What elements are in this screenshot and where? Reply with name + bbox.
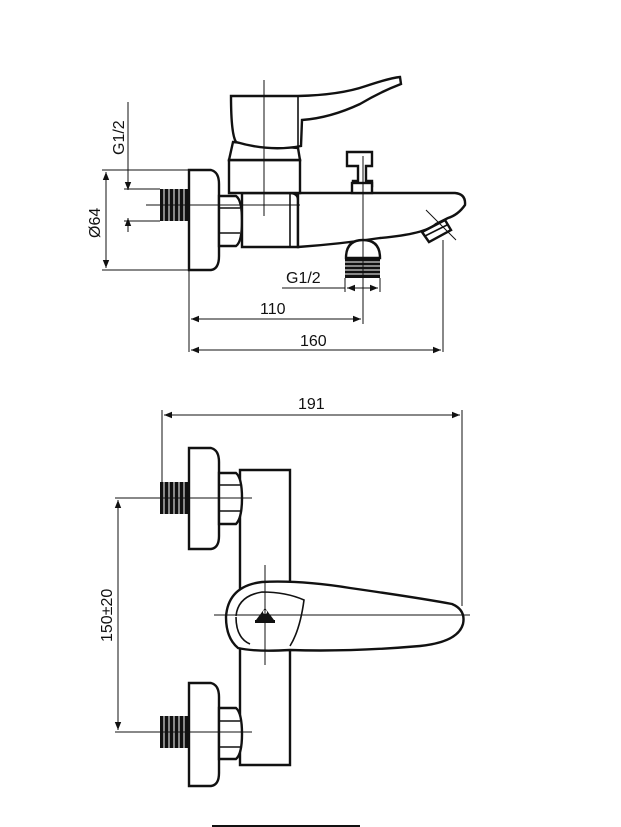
label-191: 191	[298, 396, 325, 413]
side-flange	[187, 168, 221, 272]
front-dimensions	[114, 410, 463, 733]
label-110: 110	[260, 301, 286, 318]
label-160: 160	[300, 333, 327, 350]
side-nut	[217, 194, 244, 248]
side-diverter	[345, 150, 374, 188]
front-lower-flange	[187, 681, 221, 788]
front-view	[146, 446, 470, 788]
label-150-20: 150±20	[99, 589, 116, 642]
side-dimensions	[102, 102, 444, 354]
side-spout	[296, 191, 467, 249]
front-lever-inner	[235, 591, 305, 647]
side-view	[146, 75, 467, 290]
side-lever	[229, 75, 403, 150]
label-g12-outlet: G1/2	[286, 270, 321, 287]
label-g12-side: G1/2	[111, 120, 128, 155]
label-diameter-64: Ø64	[87, 208, 104, 238]
front-lever	[224, 580, 465, 652]
front-lower-nut	[217, 706, 244, 761]
